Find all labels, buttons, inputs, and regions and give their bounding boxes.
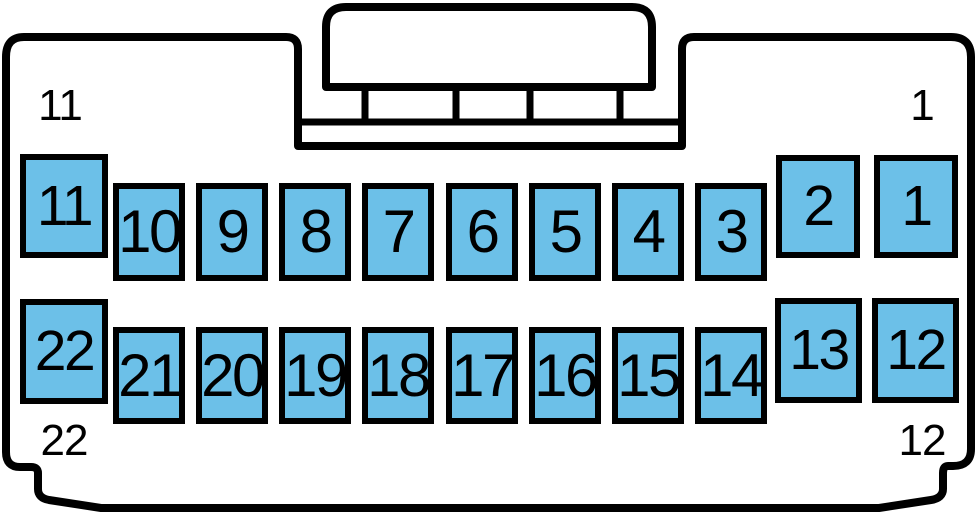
pin-7: 7 — [362, 183, 434, 281]
pin-14: 14 — [695, 327, 767, 424]
pin-6: 6 — [446, 183, 518, 281]
pin-10: 10 — [113, 183, 185, 281]
pin-16: 16 — [529, 327, 601, 424]
pin-3: 3 — [695, 183, 767, 281]
pin-9: 9 — [196, 183, 268, 281]
pin-15: 15 — [612, 327, 684, 424]
pin-22: 22 — [20, 299, 108, 404]
pin-11: 11 — [20, 154, 108, 258]
corner-label-bottom-right: 12 — [898, 416, 947, 465]
corner-label-top-right: 1 — [910, 81, 934, 130]
pin-2: 2 — [776, 155, 860, 258]
pin-21: 21 — [113, 327, 185, 424]
pin-17: 17 — [446, 327, 518, 424]
pin-13: 13 — [775, 298, 862, 403]
pin-12: 12 — [872, 298, 959, 403]
pin-18: 18 — [362, 327, 434, 424]
pin-5: 5 — [529, 183, 601, 281]
pin-1: 1 — [874, 155, 958, 258]
corner-label-top-left: 11 — [38, 81, 83, 130]
pin-20: 20 — [196, 327, 268, 424]
pin-8: 8 — [279, 183, 351, 281]
pin-4: 4 — [612, 183, 684, 281]
latch-tab — [322, 3, 656, 91]
pin-19: 19 — [279, 327, 351, 424]
corner-label-bottom-left: 22 — [40, 416, 89, 465]
